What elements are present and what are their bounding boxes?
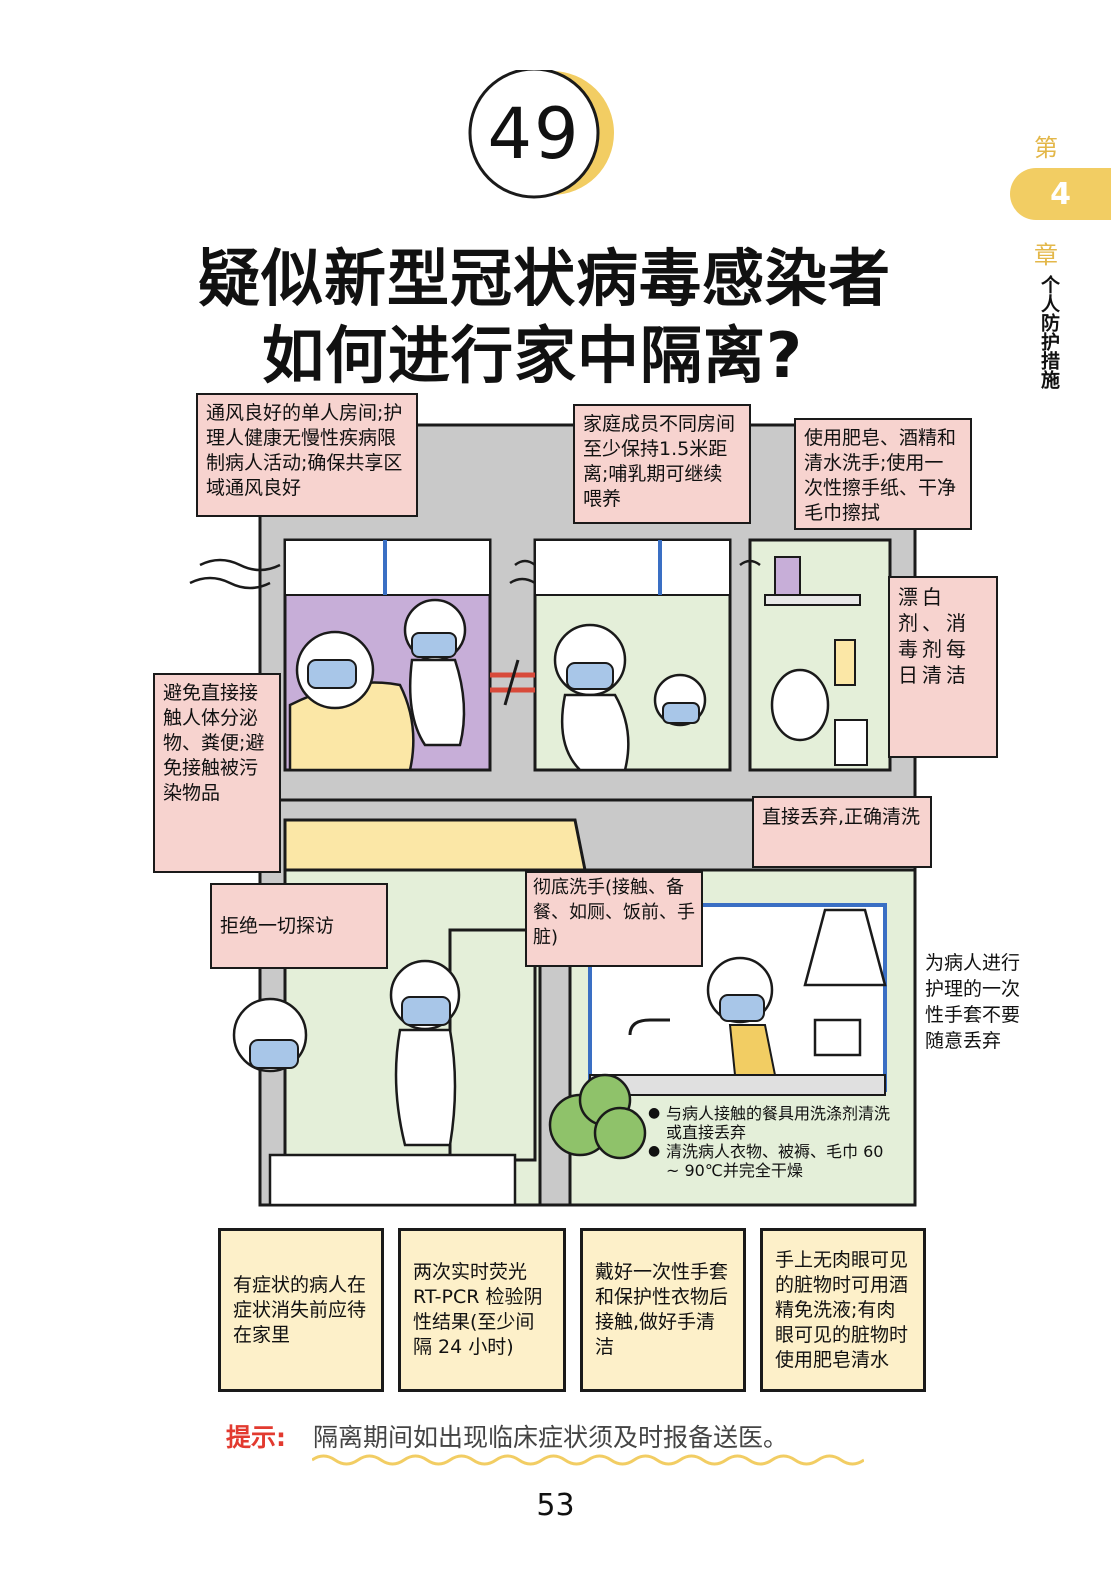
hint-label: 提示: — [226, 1423, 286, 1452]
callout-bleach: 漂白剂、消毒剂每日清洁 — [888, 576, 998, 758]
callout-discard: 直接丢弃,正确清洗 — [752, 796, 932, 868]
chapter-name: 个人防护措施 — [1038, 275, 1060, 389]
family-room-window — [534, 539, 731, 596]
pot-icon — [813, 1018, 862, 1057]
shelf-icon — [764, 594, 861, 606]
callout-hand-wash: 使用肥皂、酒精和清水洗手;使用一次性擦手纸、干净毛巾擦拭 — [794, 418, 972, 530]
hint-text: 隔离期间如出现临床症状须及时报备送医。 — [313, 1423, 789, 1452]
not-equal-icon — [490, 659, 535, 706]
bullet-icon: ● — [648, 1143, 661, 1159]
info-box-pcr: 两次实时荧光 RT-PCR 检验阴性结果(至少间隔 24 小时) — [398, 1228, 566, 1392]
spray-bottle-icon — [834, 639, 856, 686]
page-number: 53 — [536, 1488, 575, 1523]
bullet-list: ●与病人接触的餐具用洗涤剂清洗或直接丢弃 ●清洗病人衣物、被褥、毛巾 60 ~ … — [648, 1104, 898, 1180]
callout-family-distance: 家庭成员不同房间至少保持1.5米距离;哺乳期可继续喂养 — [573, 404, 751, 524]
callout-single-room: 通风良好的单人房间;护理人健康无慢性疾病限制病人活动;确保共享区域通风良好 — [196, 393, 418, 517]
page-title-line2: 如何进行家中隔离? — [262, 319, 803, 392]
wavy-underline-icon — [312, 1454, 864, 1466]
gloves-note: 为病人进行护理的一次性手套不要随意丢弃 — [925, 952, 1021, 1052]
entry-awning — [283, 818, 587, 872]
callout-wash-thoroughly: 彻底洗手(接触、备餐、如厕、饭前、手脏) — [525, 871, 703, 967]
apron-icon — [728, 1024, 777, 1076]
bullet-icon: ● — [648, 1105, 661, 1121]
entry-door — [448, 928, 537, 1162]
patient-room-window — [284, 539, 491, 596]
callout-avoid-contact: 避免直接接触人体分泌物、粪便;避免接触被污染物品 — [153, 673, 281, 873]
kitchen-counter — [589, 1074, 886, 1096]
chapter-number-tab: 4 — [1010, 168, 1111, 220]
bathroom — [748, 538, 892, 772]
chapter-prefix: 第 — [1034, 134, 1058, 162]
faucet-icon — [628, 1018, 670, 1036]
callout-no-visitors: 拒绝一切探访 — [210, 883, 388, 969]
toilet-icon — [770, 668, 830, 742]
entry-steps — [268, 1153, 517, 1207]
range-hood-icon — [803, 908, 887, 987]
list-item: ●清洗病人衣物、被褥、毛巾 60 ~ 90℃并完全干燥 — [648, 1142, 884, 1180]
section-number: 49 — [487, 93, 581, 175]
house-illustration — [189, 423, 917, 1207]
wind-lines-icon — [189, 558, 761, 590]
trash-bin-icon — [834, 719, 868, 766]
chapter-suffix: 章 — [1034, 241, 1058, 269]
info-box-gloves: 戴好一次性手套和保护性衣物后接触,做好手清洁 — [580, 1228, 746, 1392]
info-box-sanitizer: 手上无肉眼可见的脏物时可用酒精免洗液;有肉眼可见的脏物时使用肥皂清水 — [760, 1228, 926, 1392]
bottle-icon — [774, 556, 801, 596]
list-item: ●与病人接触的餐具用洗涤剂清洗或直接丢弃 — [648, 1104, 891, 1142]
page-title-line1: 疑似新型冠状病毒感染者 — [198, 242, 892, 315]
number-badge-icon — [468, 70, 614, 199]
bush-icon — [548, 1073, 647, 1160]
info-box-stay-home: 有症状的病人在症状消失前应待在家里 — [218, 1228, 384, 1392]
